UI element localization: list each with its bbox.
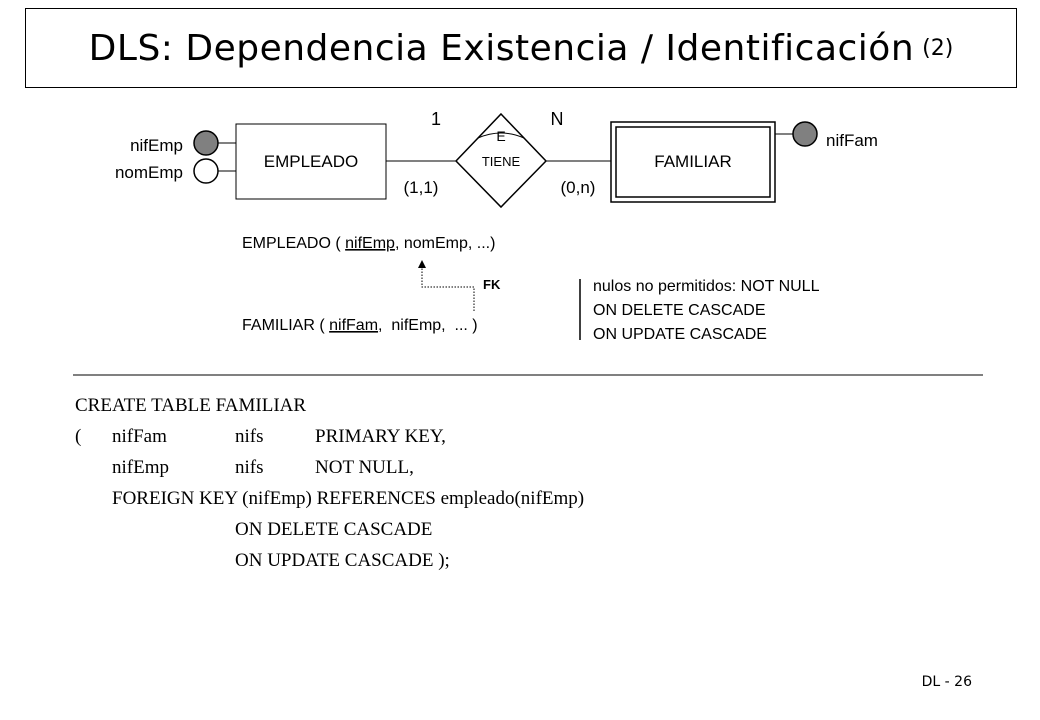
attribute-nomemp-label: nomEmp	[115, 163, 183, 182]
foreign-key-label: FK	[483, 277, 501, 292]
slide-title: DLS: Dependencia Existencia / Identifica…	[88, 27, 915, 69]
key-attribute-niffam-marker	[792, 121, 818, 147]
slide-title-number: (2)	[922, 35, 954, 61]
attribute-nifemp-label: nifEmp	[130, 136, 183, 155]
entity-familiar	[615, 126, 771, 198]
foreign-key-arrow	[421, 266, 475, 311]
cardinality-right: N	[551, 109, 564, 129]
sql-line-on-update: ON UPDATE CASCADE );	[235, 550, 450, 571]
foreign-key-arrowhead	[418, 260, 426, 268]
sql-column-nifemp: nifEmp	[112, 457, 169, 478]
sql-line-create: CREATE TABLE FAMILIAR	[75, 395, 307, 416]
sql-line-foreign-key: FOREIGN KEY (nifEmp) REFERENCES empleado…	[112, 488, 585, 509]
schema-familiar-key: nifFam	[329, 317, 378, 334]
dependency-marker: E	[496, 128, 505, 144]
sql-open-paren: (	[75, 426, 82, 447]
attribute-nomemp-marker	[193, 158, 219, 184]
sql-constraint-not-null: NOT NULL,	[315, 457, 414, 478]
page-number: DL - 26	[921, 674, 972, 690]
constraint-on-delete: ON DELETE CASCADE	[593, 302, 765, 319]
schema-familiar: FAMILIAR ( nifFam, nifEmp, ... )	[242, 317, 478, 334]
entity-empleado	[235, 123, 387, 200]
sql-column-niffam: nifFam	[112, 426, 167, 447]
sql-line-on-delete: ON DELETE CASCADE	[235, 519, 433, 540]
relationship-label: TIENE	[482, 154, 521, 169]
sql-type-niffam: nifs	[235, 426, 264, 447]
existence-dependency-arc	[477, 132, 525, 139]
sql-type-nifemp: nifs	[235, 457, 264, 478]
constraint-on-update: ON UPDATE CASCADE	[593, 326, 767, 343]
key-attribute-nifemp-marker	[193, 130, 219, 156]
cardinality-left: 1	[431, 109, 441, 129]
participation-left: (1,1)	[404, 178, 439, 197]
entity-familiar-label: FAMILIAR	[654, 152, 731, 171]
schema-empleado-key: nifEmp	[345, 235, 395, 252]
attribute-niffam-label: nifFam	[826, 131, 878, 150]
sql-constraint-primary-key: PRIMARY KEY,	[315, 426, 446, 447]
schema-empleado: EMPLEADO ( nifEmp, nomEmp, ...)	[242, 235, 495, 252]
participation-right: (0,n)	[561, 178, 596, 197]
entity-empleado-label: EMPLEADO	[264, 152, 358, 171]
slide-title-box: DLS: Dependencia Existencia / Identifica…	[25, 8, 1017, 88]
relationship-tiene	[454, 112, 548, 209]
constraint-not-null: nulos no permitidos: NOT NULL	[593, 278, 820, 295]
